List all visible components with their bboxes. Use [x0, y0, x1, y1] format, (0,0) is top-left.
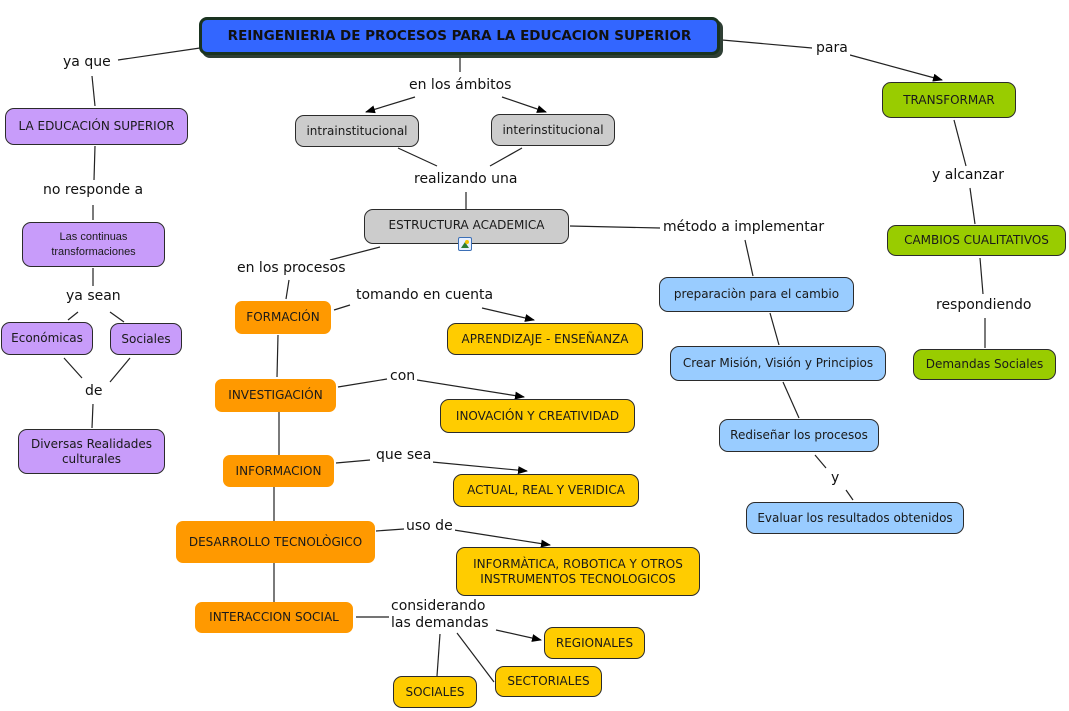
edge-ambitos-intra — [365, 96, 416, 114]
link-que-sea: que sea — [374, 447, 434, 464]
edge-estructura-procesos — [329, 246, 381, 261]
link-para: para — [814, 40, 850, 57]
edge-formacion-tomando — [333, 304, 351, 311]
edge-estructura-metodo — [569, 225, 661, 229]
node-interinstitucional[interactable]: interinstitucional — [491, 114, 615, 146]
edge-tomando-aprendizaje — [481, 307, 535, 322]
edge-invest-con — [337, 378, 388, 388]
edge-ambitos-inter — [501, 96, 547, 113]
image-icon[interactable] — [458, 237, 472, 251]
edge-informacion-quesea — [335, 459, 371, 464]
link-tomando-cuenta: tomando en cuenta — [354, 287, 496, 304]
link-y-alcanzar: y alcanzar — [930, 167, 1007, 184]
link-con: con — [388, 368, 418, 385]
edge-usode-informatica — [453, 529, 551, 548]
node-regionales[interactable]: REGIONALES — [544, 627, 645, 659]
edge-y-evaluar — [845, 489, 854, 501]
node-intrainstitucional[interactable]: intrainstitucional — [295, 115, 419, 147]
node-sociales-purple[interactable]: Sociales — [110, 323, 182, 355]
edge-procesos-formacion — [285, 279, 290, 300]
link-considerando: considerando las demandas — [389, 598, 491, 632]
node-informacion[interactable]: INFORMACION — [223, 455, 334, 487]
node-formacion[interactable]: FORMACIÓN — [235, 301, 331, 334]
link-no-responde: no responde a — [41, 182, 146, 199]
node-sectoriales[interactable]: SECTORIALES — [495, 666, 602, 697]
node-transformar[interactable]: TRANSFORMAR — [882, 82, 1016, 118]
edge-alcanzar-cambios — [969, 187, 976, 225]
edge-considerando-sociales — [436, 633, 441, 677]
link-realizando: realizando una — [412, 171, 520, 188]
edge-crear-redisenar — [782, 381, 800, 419]
link-respondiendo: respondiendo — [934, 297, 1034, 314]
node-demandas-sociales[interactable]: Demandas Sociales — [913, 349, 1056, 380]
node-investigacion[interactable]: INVESTIGACIÓN — [215, 379, 336, 412]
link-en-ambitos: en los ámbitos — [407, 77, 514, 94]
edge-de-diversas — [91, 403, 94, 429]
edge-para-transformar — [849, 54, 943, 82]
node-preparacion-cambio[interactable]: preparaciòn para el cambio — [659, 277, 854, 312]
link-uso-de: uso de — [404, 518, 455, 535]
edge-formacion-invest — [276, 334, 279, 378]
link-de: de — [83, 383, 105, 400]
node-crear-mision[interactable]: Crear Misión, Visión y Principios — [670, 346, 886, 381]
link-metodo: método a implementar — [661, 219, 827, 236]
node-interaccion-social[interactable]: INTERACCION SOCIAL — [195, 602, 353, 633]
edge-yasean-eco — [67, 311, 79, 321]
edge-intra-realizando — [397, 147, 438, 167]
node-cambios-cualitativos[interactable]: CAMBIOS CUALITATIVOS — [887, 225, 1066, 256]
edge-considerando-regionales — [495, 629, 542, 642]
node-redisenar-procesos[interactable]: Rediseñar los procesos — [719, 419, 879, 452]
edge-preparacion-crear — [769, 312, 780, 346]
edge-considerando-sectoriales — [456, 632, 495, 683]
edge-desarrollo-usode — [375, 528, 405, 532]
link-ya-sean: ya sean — [64, 288, 123, 305]
node-informatica-robotica[interactable]: INFORMÀTICA, ROBOTICA Y OTROS INSTRUMENT… — [456, 547, 700, 596]
link-ya-que: ya que — [61, 54, 113, 71]
node-evaluar-resultados[interactable]: Evaluar los resultados obtenidos — [746, 502, 964, 534]
edge-metodo-preparacion — [744, 239, 754, 277]
edge-redisenar-y — [814, 454, 827, 469]
edge-yaque-edu — [91, 75, 96, 107]
edge-inter-realizando — [489, 147, 523, 167]
edge-transformar-alcanzar — [953, 119, 967, 167]
node-continuas-transformaciones[interactable]: Las continuas transformaciones — [22, 222, 165, 267]
link-en-procesos: en los procesos — [235, 260, 348, 277]
edge-con-inovacion — [416, 379, 525, 400]
main-title-node[interactable]: REINGENIERIA DE PROCESOS PARA LA EDUCACI… — [199, 17, 720, 55]
edge-soc-de — [109, 357, 131, 383]
node-desarrollo-tecnologico[interactable]: DESARROLLO TECNOLÒGICO — [176, 521, 375, 563]
node-aprendizaje-ensenanza[interactable]: APRENDIZAJE - ENSEÑANZA — [447, 323, 643, 355]
node-economicas[interactable]: Económicas — [1, 322, 93, 355]
edge-eco-de — [63, 357, 83, 379]
edge-title-para — [721, 39, 813, 49]
edge-yasean-soc — [109, 311, 125, 323]
node-sociales-yellow[interactable]: SOCIALES — [393, 676, 477, 708]
node-inovacion-creatividad[interactable]: INOVACIÓN Y CREATIVIDAD — [440, 399, 635, 433]
node-educacion-superior[interactable]: LA EDUCACIÓN SUPERIOR — [5, 108, 188, 145]
node-diversas-realidades[interactable]: Diversas Realidades culturales — [18, 429, 165, 474]
edge-cambios-respondiendo — [979, 257, 984, 295]
edge-quesea-actual — [431, 461, 528, 475]
edge-title-yaque — [117, 47, 201, 61]
edge-edu-noresponde — [93, 145, 96, 181]
link-y: y — [829, 470, 842, 487]
node-actual-real-veridica[interactable]: ACTUAL, REAL Y VERIDICA — [453, 474, 639, 507]
